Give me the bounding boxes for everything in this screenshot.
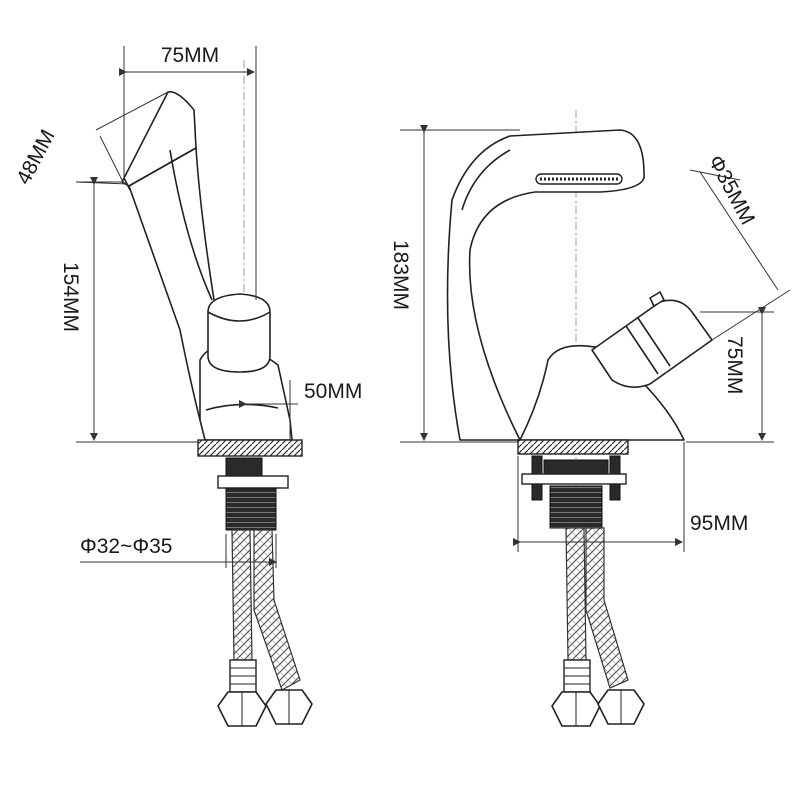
dim-d35-ext-2 — [711, 289, 791, 341]
left-mount-plate — [217, 475, 289, 489]
right-front-view: 183MM Φ35MM 75MM 95MM — [389, 110, 791, 727]
dim-left-height-label: 154MM — [59, 262, 82, 332]
right-handle[interactable] — [591, 299, 713, 388]
right-hose-1 — [565, 527, 587, 661]
right-hose-2 — [585, 527, 629, 689]
left-hose-2 — [253, 529, 301, 691]
right-threaded-shank — [549, 485, 603, 529]
dim-left-thread-label: Φ32~Φ35 — [80, 535, 173, 558]
left-handle[interactable] — [207, 293, 271, 373]
dim-d35-line — [699, 171, 779, 291]
left-mount-nut — [225, 457, 263, 477]
dim-d35-ext-1 — [689, 169, 741, 181]
right-body-highlight — [461, 149, 511, 211]
dim-left-spout-label: 48MM — [12, 126, 60, 188]
right-mount-plate — [521, 473, 627, 485]
left-handle-edge — [207, 311, 271, 322]
right-curved-body — [446, 129, 645, 441]
right-handle-tip — [649, 291, 665, 307]
dim-right-base-width-label: 95MM — [690, 512, 748, 535]
right-gasket — [517, 439, 629, 455]
left-threaded-shank — [225, 487, 277, 531]
dim-left-top-width-label: 75MM — [161, 44, 219, 67]
right-lower-lobe — [519, 344, 685, 441]
left-gasket — [197, 439, 303, 457]
left-body-contour — [169, 149, 213, 301]
dim-right-handle-height-label: 75MM — [723, 336, 746, 394]
right-aerator — [535, 173, 623, 185]
left-hose-1 — [231, 529, 253, 661]
left-spout-head — [121, 91, 197, 187]
dim-48-ext-1 — [95, 91, 169, 131]
dim-right-height-label: 183MM — [389, 240, 412, 310]
right-mount-nut — [543, 459, 609, 475]
right-handle-ring-2 — [637, 317, 671, 367]
dim-left-offset-label: 50MM — [304, 380, 362, 403]
left-side-view: 75MM 48MM 154MM 50MM Φ32~Φ35 — [12, 44, 362, 727]
right-handle-ring-1 — [625, 325, 659, 375]
dim-48-line — [99, 135, 125, 185]
